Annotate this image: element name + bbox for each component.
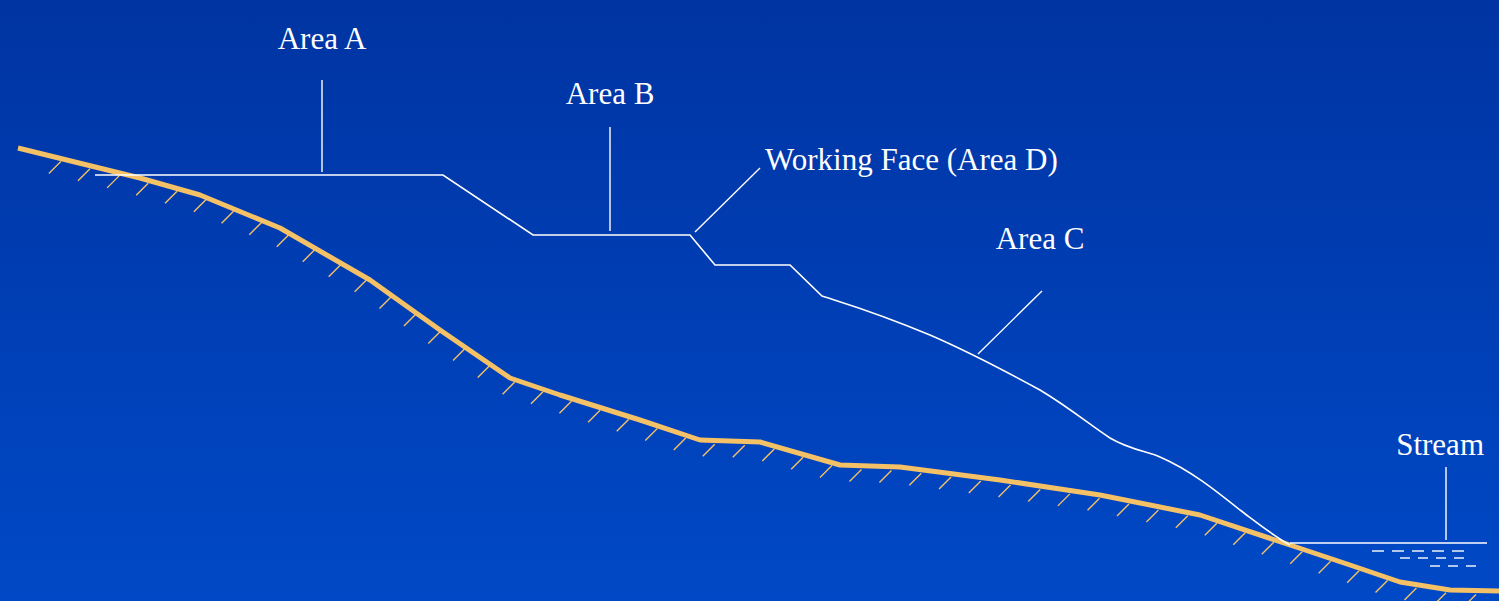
hatch-tick xyxy=(531,392,543,404)
hatch-tick xyxy=(820,466,832,478)
hatch-tick xyxy=(559,401,571,413)
natural-ground-line xyxy=(18,148,1499,591)
hatch-tick xyxy=(1347,571,1359,583)
hatch-tick xyxy=(1146,510,1158,522)
area-label: Area B xyxy=(566,77,655,111)
hatch-tick xyxy=(762,449,774,461)
hatch-tick xyxy=(194,200,206,212)
hatch-tick xyxy=(645,428,657,440)
hatch-tick xyxy=(1290,552,1302,564)
hatch-tick xyxy=(355,280,367,292)
hatch-tick xyxy=(303,250,315,262)
hatch-tick xyxy=(428,331,440,343)
hatch-tick xyxy=(674,438,686,450)
hatch-tick xyxy=(1434,593,1446,601)
leader-lines xyxy=(322,80,1446,540)
hatch-tick xyxy=(733,445,745,457)
hatch-tick xyxy=(78,169,90,181)
hatch-tick xyxy=(1058,494,1070,506)
hatch-tick xyxy=(1205,523,1217,535)
hatch-tick xyxy=(1464,594,1476,601)
hatch-tick xyxy=(404,314,416,326)
hatch-tick xyxy=(879,471,891,483)
hatch-tick xyxy=(1262,542,1274,554)
hatch-tick xyxy=(107,176,119,188)
hatch-tick xyxy=(999,485,1011,497)
hatch-tick xyxy=(277,235,289,247)
hatch-tick xyxy=(1233,533,1245,545)
hatch-tick xyxy=(1028,489,1040,501)
hatch-tick xyxy=(588,410,600,422)
hatch-tick xyxy=(165,191,177,203)
hatch-tick xyxy=(939,477,951,489)
hatch-tick xyxy=(136,183,148,195)
hatch-tick xyxy=(1376,580,1388,592)
hatch-tick xyxy=(222,211,234,223)
stream-water xyxy=(1290,543,1487,566)
area-label: Area C xyxy=(996,222,1085,256)
hatch-tick xyxy=(1319,561,1331,573)
hatch-tick xyxy=(503,382,515,394)
hatch-tick xyxy=(791,457,803,469)
hatch-tick xyxy=(1088,498,1100,510)
hatch-tick xyxy=(703,444,715,456)
hatch-tick xyxy=(909,473,921,485)
area-label: Area A xyxy=(278,22,367,56)
hatch-tick xyxy=(478,365,490,377)
landfill-profile xyxy=(95,175,1290,545)
hatch-tick xyxy=(969,481,981,493)
hatch-tick xyxy=(849,470,861,482)
hatch-tick xyxy=(617,419,629,431)
area-label: Working Face (Area D) xyxy=(765,143,1058,177)
hatch-tick xyxy=(329,265,341,277)
hatch-tick xyxy=(249,223,261,235)
hatch-tick xyxy=(1404,588,1416,600)
hatch-tick xyxy=(380,297,392,309)
area-label: Stream xyxy=(1396,428,1484,462)
hatch-tick xyxy=(453,348,465,360)
hatch-tick xyxy=(49,162,61,174)
hatch-tick xyxy=(1176,516,1188,528)
hatch-tick xyxy=(1117,504,1129,516)
